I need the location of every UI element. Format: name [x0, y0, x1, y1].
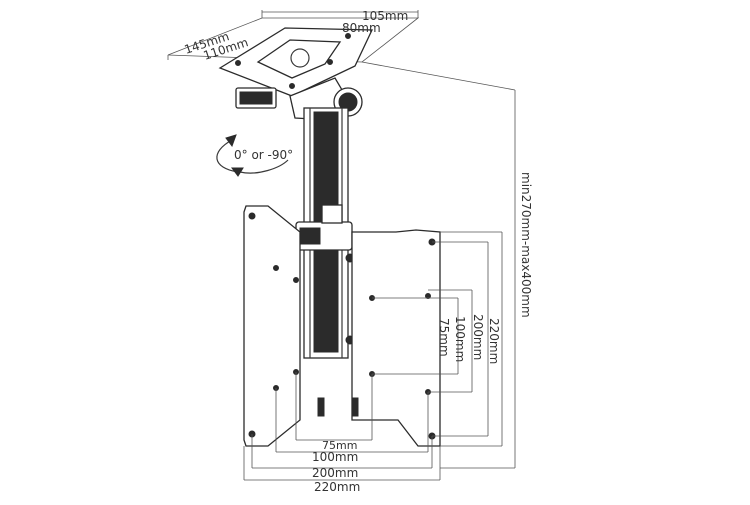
label-vesa-v-220: 220mm	[487, 318, 501, 364]
label-vesa-h-200: 200mm	[312, 466, 358, 480]
drop-range-dimension	[361, 61, 516, 469]
vesa-plate	[243, 205, 441, 447]
rotation-arrow-icon	[216, 134, 289, 177]
rotation-label: 0° or -90°	[234, 148, 293, 162]
label-vesa-v-75: 75mm	[437, 318, 451, 357]
label-vesa-h-100: 100mm	[312, 450, 358, 464]
telescopic-pole	[295, 107, 355, 359]
label-vesa-v-200: 200mm	[471, 314, 485, 360]
label-vesa-h-220: 220mm	[314, 480, 360, 494]
vesa-horizontal-dimensions	[243, 372, 441, 481]
label-vesa-h-75: 75mm	[322, 439, 357, 452]
label-105mm: 105mm	[362, 9, 408, 23]
label-80mm: 80mm	[342, 21, 381, 35]
vesa-vertical-dimensions	[372, 231, 503, 447]
label-vesa-v-100: 100mm	[453, 316, 467, 362]
ceiling-plate	[218, 27, 374, 97]
label-drop-range: min270mm-max400mm	[519, 172, 533, 318]
